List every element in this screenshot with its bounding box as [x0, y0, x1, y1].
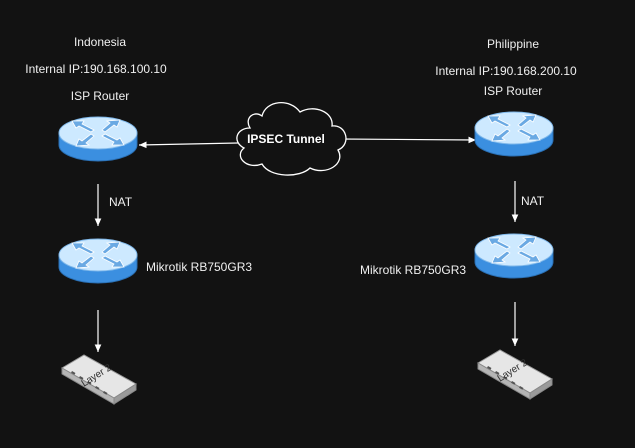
right-isp-router-label: ISP Router [483, 84, 543, 98]
left-mikrotik-router-icon [58, 238, 138, 284]
right-mikrotik-label: Mikrotik RB750GR3 [360, 263, 467, 277]
left-mikrotik-label: Mikrotik RB750GR3 [146, 260, 253, 274]
left-isp-router-label: ISP Router [70, 89, 130, 103]
left-layer2-switch-icon [61, 354, 137, 405]
link-left-isp-to-tunnel [138, 141, 239, 149]
left-nat-label: NAT [109, 195, 133, 209]
link-tunnel-to-right-isp [337, 136, 477, 144]
tunnel-label: IPSEC Tunnel [247, 132, 325, 146]
right-isp-router-icon [474, 111, 554, 157]
left-isp-router-icon [58, 116, 138, 162]
right-mikrotik-router-icon [474, 233, 554, 279]
right-layer2-switch-icon [477, 349, 553, 400]
right-country-label: Philippine [486, 37, 540, 51]
left-country-label: Indonesia [73, 35, 127, 49]
right-nat-label: NAT [521, 194, 545, 208]
cloud-icon [236, 102, 347, 176]
right-internal-ip-label: Internal IP:190.168.200.10 [435, 64, 577, 78]
left-internal-ip-label: Internal IP:190.168.100.10 [25, 62, 167, 76]
